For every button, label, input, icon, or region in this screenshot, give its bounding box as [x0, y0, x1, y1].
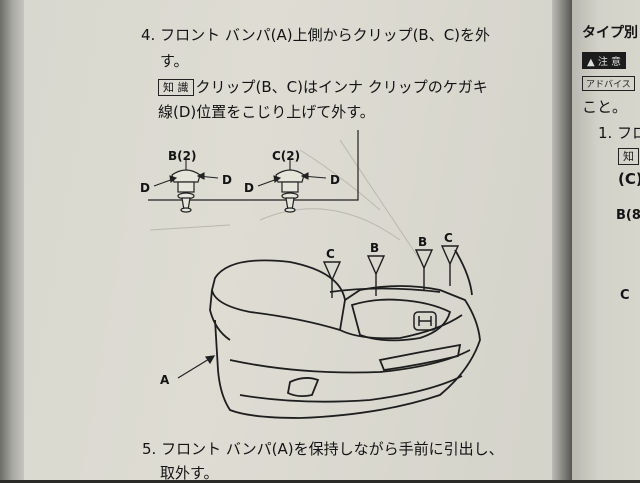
bumper-label: A: [160, 373, 170, 387]
step-4-line-2: す。: [160, 52, 189, 70]
bleed-through-lines: [149, 139, 421, 261]
right-line-b: B(8: [616, 208, 640, 223]
page-gutter: [552, 0, 574, 480]
clip-c-icon: [275, 169, 305, 213]
right-line-1: こと。: [582, 98, 628, 116]
note-line-2: 線(D)位置をこじり上げて外す。: [158, 103, 375, 121]
right-knowledge-tag: 知: [618, 148, 639, 165]
clip-callouts: [322, 245, 460, 298]
scribe-label-c-right: D: [330, 173, 340, 187]
front-bumper: [209, 249, 481, 419]
right-heading: タイプ別: [582, 25, 638, 41]
advice-tag: アドバイス: [582, 76, 635, 91]
callout-c-right: C: [444, 231, 453, 245]
emblem-icon: [413, 311, 437, 331]
callout-b-left: B: [370, 241, 379, 255]
scribe-label-b-right: D: [222, 173, 232, 187]
main-page: 4. フロント バンパ(A)上側からクリップ(B、C)を外 す。 知 識クリップ…: [24, 0, 560, 482]
callout-b-right: B: [418, 235, 427, 249]
step-4-line-1: 4. フロント バンパ(A)上側からクリップ(B、C)を外: [141, 26, 491, 44]
clip-b-icon: [171, 169, 201, 213]
knowledge-tag: 知 識: [158, 79, 194, 96]
right-line-c2: C: [620, 288, 630, 303]
warning-tag-text: 注 意: [597, 57, 622, 68]
bumper-leader: [177, 355, 216, 379]
note-line-1: 知 識クリップ(B、C)はインナ クリップのケガキ: [158, 76, 488, 97]
clip-b-label: B(2): [168, 149, 196, 163]
note-text-1: クリップ(B、C)はインナ クリップのケガキ: [195, 78, 488, 96]
right-line-c: (C): [618, 170, 640, 188]
inset-leaders: [153, 160, 327, 187]
warning-tag: ▲ 注 意: [582, 52, 627, 69]
right-page: タイプ別 ▲ 注 意 アドバイス こと。 1. フロ 知 (C) B(8 C: [572, 0, 640, 480]
step-5-line-2: 取外す。: [160, 464, 219, 482]
scribe-label-c-left: D: [244, 181, 254, 195]
right-step-1: 1. フロ: [598, 124, 640, 142]
clip-c-label: C(2): [272, 149, 300, 163]
inset-bracket: [148, 130, 359, 201]
callout-c-left: C: [326, 247, 335, 261]
scribe-label-b-left: D: [140, 181, 150, 195]
left-page-edge: [0, 0, 28, 480]
step-5-line-1: 5. フロント バンパ(A)を保持しながら手前に引出し、: [142, 440, 504, 458]
